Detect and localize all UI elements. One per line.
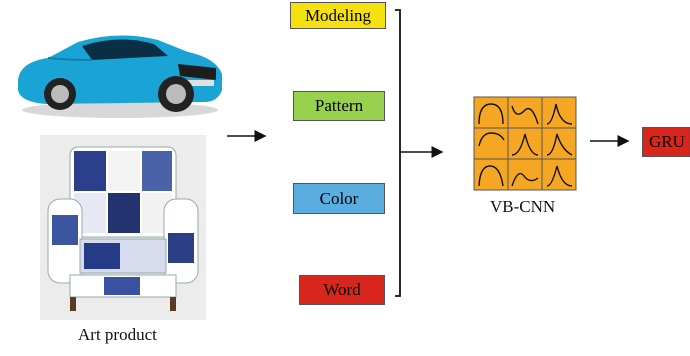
feature-label: Pattern [314,96,364,115]
output-gru-box: GRU [642,127,690,157]
feature-label: Color [319,188,359,208]
feature-label: Word [323,280,361,299]
feature-label: Modeling [304,5,372,25]
vb-cnn-grid [473,96,577,191]
feature-pattern-box: Pattern [293,91,385,121]
output-label: GRU [649,132,685,151]
feature-word-box: Word [299,275,385,305]
armchair-image [40,135,206,320]
network-label: VB-CNN [490,197,556,216]
feature-color-box: Color [293,183,385,214]
feature-modeling-box: Modeling [290,2,386,29]
input-label: Art product [78,325,157,344]
feature-bracket [395,9,401,297]
car-image [8,18,230,124]
